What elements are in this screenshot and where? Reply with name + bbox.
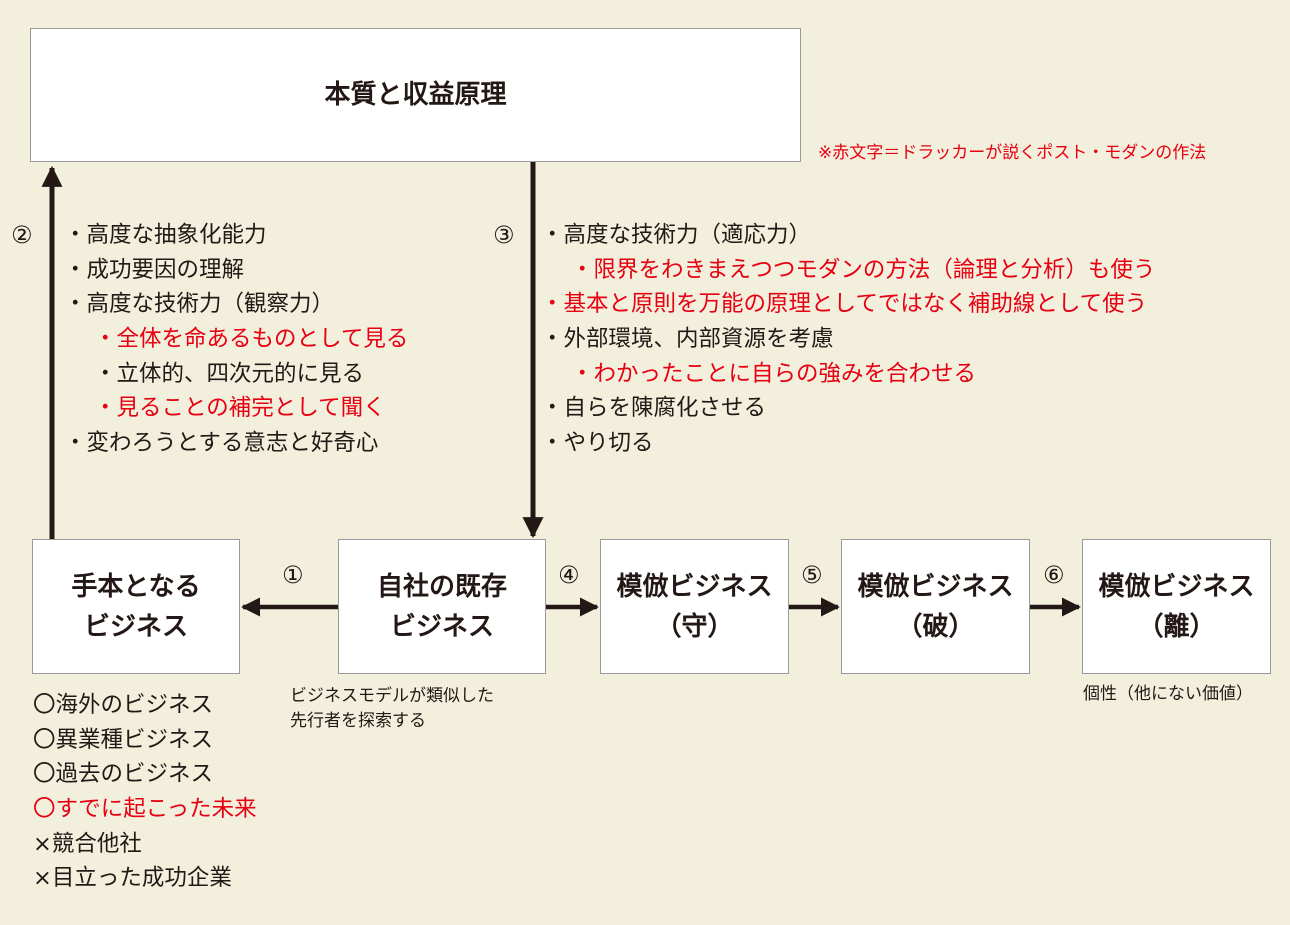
right-list-item: ・基本と原則を万能の原理としてではなく補助線として使う bbox=[541, 291, 1148, 318]
imitate-shu-line1: 模倣ビジネス bbox=[616, 571, 773, 602]
left-list-item: ・高度な技術力（観察力） bbox=[64, 291, 335, 318]
label-6: ⑥ bbox=[1043, 561, 1065, 589]
left-list-item: ・立体的、四次元的に見る bbox=[94, 360, 365, 387]
source-list-item: 〇海外のビジネス bbox=[33, 692, 214, 718]
right-list: ・高度な技術力（適応力） ・限界をわきまえつつモダンの方法（論理と分析）も使う … bbox=[541, 218, 1155, 461]
imitate-ha-line2: （破） bbox=[896, 611, 975, 642]
label-5: ⑤ bbox=[801, 561, 823, 589]
left-list-item: ・変わろうとする意志と好奇心 bbox=[64, 430, 379, 457]
existing-note-line2: 先行者を探索する bbox=[290, 711, 426, 731]
source-list-item: 〇すでに起こった未来 bbox=[33, 796, 257, 823]
model-business-box: 手本となる ビジネス bbox=[32, 539, 240, 674]
existing-business-line1: 自社の既存 bbox=[376, 571, 507, 602]
left-list-item: ・全体を命あるものとして見る bbox=[94, 326, 409, 353]
model-business-line1: 手本となる bbox=[71, 571, 201, 602]
imitate-ri-box: 模倣ビジネス （離） bbox=[1082, 539, 1271, 674]
imitate-ri-line2: （離） bbox=[1137, 611, 1216, 642]
source-list-item: 〇過去のビジネス bbox=[33, 761, 214, 788]
label-2: ② bbox=[11, 221, 33, 249]
right-list-item: ・外部環境、内部資源を考慮 bbox=[541, 326, 834, 353]
existing-note-line1: ビジネスモデルが類似した bbox=[290, 686, 494, 706]
left-list: ・高度な抽象化能力 ・成功要因の理解 ・高度な技術力（観察力） ・全体を命あるも… bbox=[64, 218, 408, 461]
label-1: ① bbox=[282, 561, 304, 589]
right-list-item: ・高度な技術力（適応力） bbox=[541, 222, 812, 248]
imitate-ha-box: 模倣ビジネス （破） bbox=[841, 539, 1030, 674]
left-list-item: ・高度な抽象化能力 bbox=[64, 222, 267, 248]
right-list-item: ・限界をわきまえつつモダンの方法（論理と分析）も使う bbox=[571, 256, 1156, 283]
right-list-item: ・自らを陳腐化させる bbox=[541, 395, 767, 422]
existing-business-line2: ビジネス bbox=[389, 611, 494, 642]
source-list-item: ×目立った成功企業 bbox=[33, 865, 232, 892]
label-3: ③ bbox=[493, 221, 515, 249]
source-list-item: 〇異業種ビジネス bbox=[33, 726, 214, 753]
left-list-item: ・見ることの補完として聞く bbox=[94, 395, 386, 422]
label-4: ④ bbox=[558, 561, 580, 589]
source-list-item: ×競合他社 bbox=[33, 830, 142, 857]
existing-note: ビジネスモデルが類似した 先行者を探索する bbox=[290, 684, 494, 734]
left-list-item: ・成功要因の理解 bbox=[64, 256, 245, 283]
top-box-title: 本質と収益原理 bbox=[324, 80, 507, 110]
imitate-ri-line1: 模倣ビジネス bbox=[1098, 571, 1255, 602]
right-list-item: ・やり切る bbox=[541, 430, 654, 457]
imitate-shu-line2: （守） bbox=[655, 611, 734, 642]
model-business-line2: ビジネス bbox=[83, 611, 188, 642]
right-list-item: ・わかったことに自らの強みを合わせる bbox=[571, 360, 977, 387]
imitate-shu-box: 模倣ビジネス （守） bbox=[600, 539, 789, 674]
ri-note: 個性（他にない価値） bbox=[1083, 684, 1253, 704]
top-box: 本質と収益原理 bbox=[30, 28, 801, 162]
existing-business-box: 自社の既存 ビジネス bbox=[338, 539, 546, 674]
legend-note: ※赤文字＝ドラッカーが説くポスト・モダンの作法 bbox=[818, 143, 1207, 163]
imitate-ha-line1: 模倣ビジネス bbox=[857, 571, 1014, 602]
source-list: 〇海外のビジネス 〇異業種ビジネス 〇過去のビジネス 〇すでに起こった未来 ×競… bbox=[33, 688, 257, 896]
